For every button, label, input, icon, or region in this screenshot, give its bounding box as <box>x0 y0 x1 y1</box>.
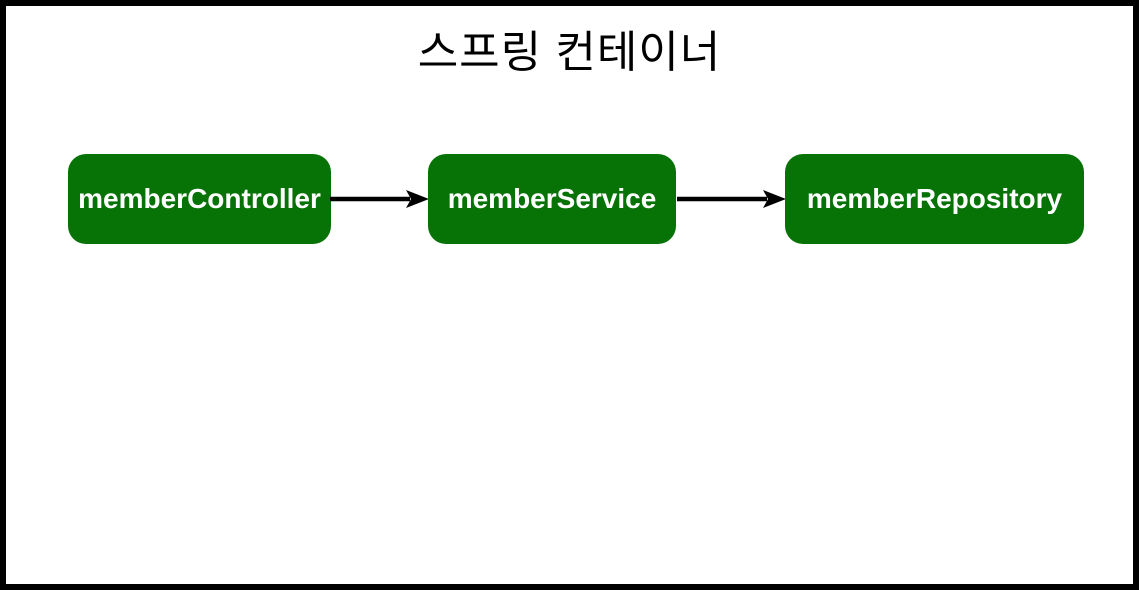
right-arrow-icon <box>330 190 429 208</box>
node-label: memberService <box>447 183 657 214</box>
arrow-service-to-repository <box>677 187 786 211</box>
node-label: memberController <box>78 183 321 214</box>
right-arrow-icon <box>677 190 786 208</box>
diagram-node-member-repository: memberRepository <box>785 154 1084 244</box>
node-label: memberRepository <box>806 183 1063 214</box>
diagram-node-member-service: memberService <box>428 154 676 244</box>
arrow-controller-to-service <box>330 187 429 211</box>
slide-title: 스프링 컨테이너 <box>417 28 722 77</box>
diagram-node-member-controller: memberController <box>68 154 331 244</box>
